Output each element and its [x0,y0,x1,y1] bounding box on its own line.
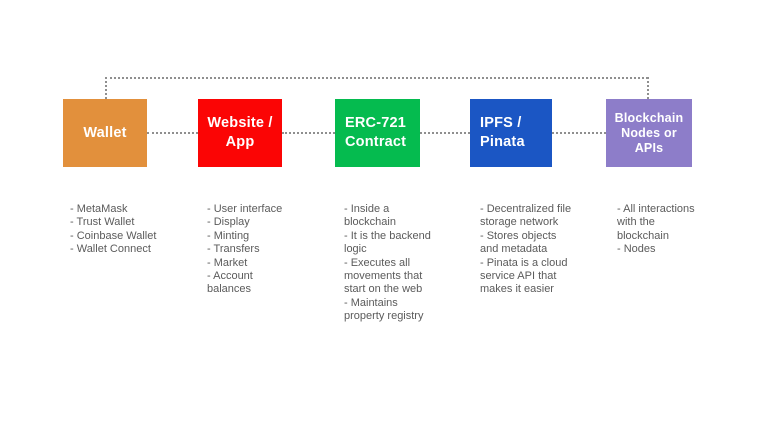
connector-top-horizontal [105,77,648,79]
node-title-ipfs-pinata: IPFS / Pinata [480,115,525,150]
node-box-website-app: Website / App [198,99,282,167]
bullet-line: movements that [344,270,423,283]
node-box-ipfs-pinata: IPFS / Pinata [470,99,552,167]
bullet-list-wallet: - MetaMask- Trust Wallet- Coinbase Walle… [70,203,202,257]
node-title-wallet: Wallet [83,124,127,141]
node-title-erc721-contract: ERC-721 Contract [345,115,407,150]
bullet-line: - Market [207,256,248,269]
bullet-line: - Inside a [344,203,390,215]
bullet-line: - Stores objects [480,229,557,242]
bullet-line: and metadata [480,243,548,256]
bullet-line: logic [344,243,367,256]
connector-top-right-vertical [647,77,649,99]
bullet-line: service API that [480,270,557,283]
node-box-erc721-contract: ERC-721 Contract [335,99,420,167]
bullet-line: - Nodes [617,243,656,256]
bullet-line: - Coinbase Wallet [70,229,157,242]
bullet-line: - Pinata is a cloud [480,256,568,269]
bullet-line: - User interface [207,203,283,215]
node-box-wallet: Wallet [63,99,147,167]
connector-erc721-ipfs [420,132,470,134]
bullet-line: - Minting [207,229,250,242]
bullet-line: property registry [344,310,424,323]
bullet-line: - MetaMask [70,203,128,215]
bullet-line: - Executes all [344,256,411,269]
bullet-line: blockchain [344,216,396,229]
connector-top-left-vertical [105,77,107,99]
node-title-website-app: Website / App [207,115,273,150]
bullet-line: with the [617,216,655,229]
bullet-line: - Wallet Connect [70,243,151,256]
bullet-line: - Trust Wallet [70,216,135,229]
bullet-line: - All interactions [617,203,695,215]
connector-wallet-website [147,132,198,134]
node-box-blockchain-nodes: Blockchain Nodes or APIs [606,99,692,167]
bullet-line: storage network [480,216,559,229]
connector-website-erc721 [282,132,335,134]
connector-ipfs-nodes [552,132,606,134]
bullet-line: - Account [207,270,253,283]
bullet-line: - Display [207,216,250,229]
bullet-line: makes it easier [480,283,554,296]
bullet-line: - Decentralized file [480,203,572,215]
bullet-line: start on the web [344,283,423,296]
bullet-line: balances [207,283,252,296]
bullet-list-website-app: - User interface- Display- Minting- Tran… [207,203,339,297]
bullet-line: - Maintains [344,296,398,309]
bullet-line: - It is the backend [344,229,431,242]
bullet-line: - Transfers [207,243,260,256]
node-title-blockchain-nodes: Blockchain Nodes or APIs [614,110,684,155]
bullet-line: blockchain [617,229,669,242]
